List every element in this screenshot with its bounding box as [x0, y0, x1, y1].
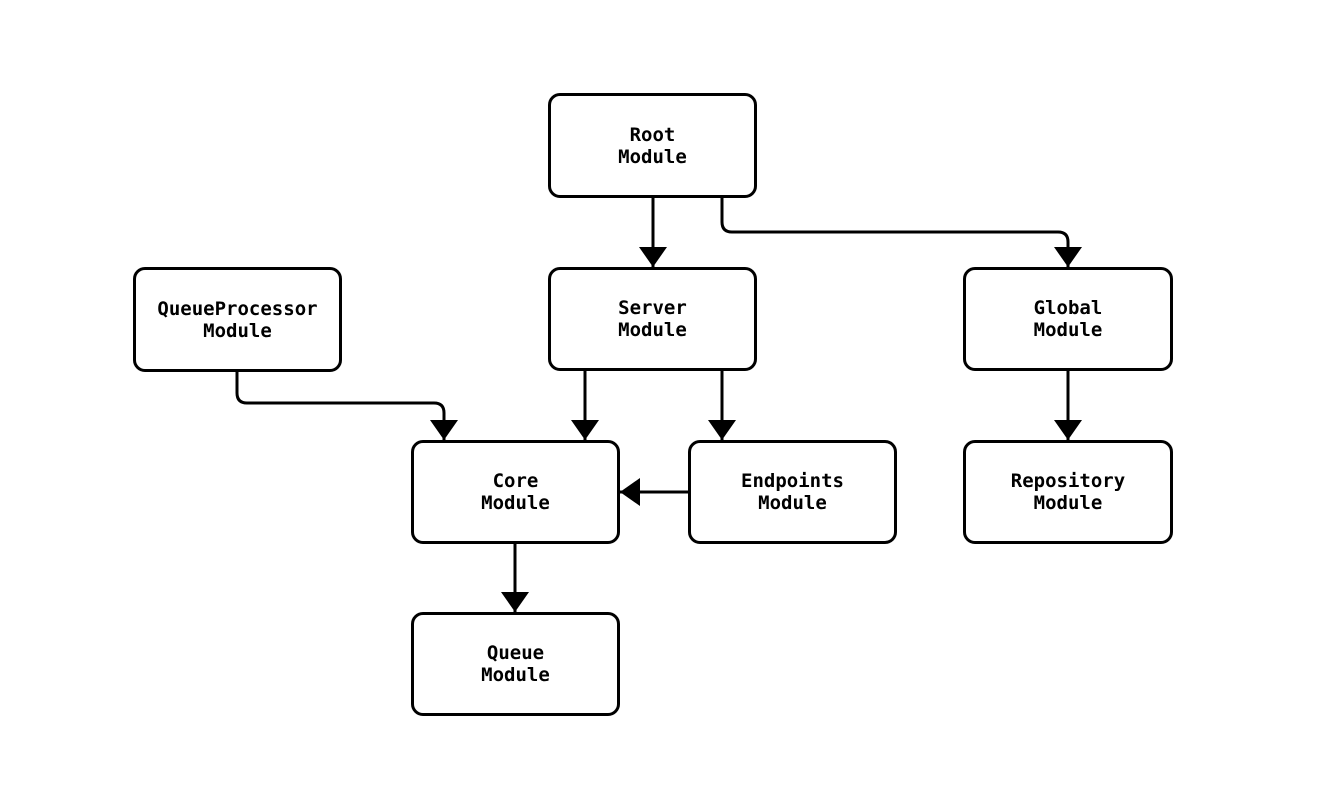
node-root-module: Root Module	[548, 93, 757, 198]
node-endpoints-module-suffix: Module	[758, 492, 827, 514]
node-repository-module: Repository Module	[963, 440, 1173, 544]
node-endpoints-module: Endpoints Module	[688, 440, 897, 544]
node-queue-module-name: Queue	[486, 642, 545, 664]
node-global-module: Global Module	[963, 267, 1173, 371]
node-queueprocessor-module: QueueProcessor Module	[133, 267, 342, 372]
node-core-module: Core Module	[411, 440, 620, 544]
node-queue-module-suffix: Module	[481, 664, 550, 686]
node-queue-module: Queue Module	[411, 612, 620, 716]
node-server-module-suffix: Module	[618, 319, 687, 341]
node-server-module-name: Server	[618, 297, 687, 319]
node-endpoints-module-name: Endpoints	[741, 470, 844, 492]
edge-queueprocessor-to-core	[235, 372, 458, 440]
node-server-module: Server Module	[548, 267, 757, 371]
node-queueprocessor-module-name: QueueProcessor	[157, 297, 318, 320]
node-root-module-name: Root	[629, 123, 676, 146]
node-global-module-name: Global	[1033, 297, 1103, 319]
edge-root-to-global	[720, 198, 1082, 267]
node-repository-module-name: Repository	[1010, 470, 1126, 492]
node-queueprocessor-module-suffix: Module	[203, 319, 272, 342]
node-core-module-suffix: Module	[481, 492, 550, 514]
node-core-module-name: Core	[492, 470, 539, 492]
node-repository-module-suffix: Module	[1033, 492, 1103, 514]
node-root-module-suffix: Module	[618, 145, 687, 168]
node-global-module-suffix: Module	[1033, 319, 1103, 341]
